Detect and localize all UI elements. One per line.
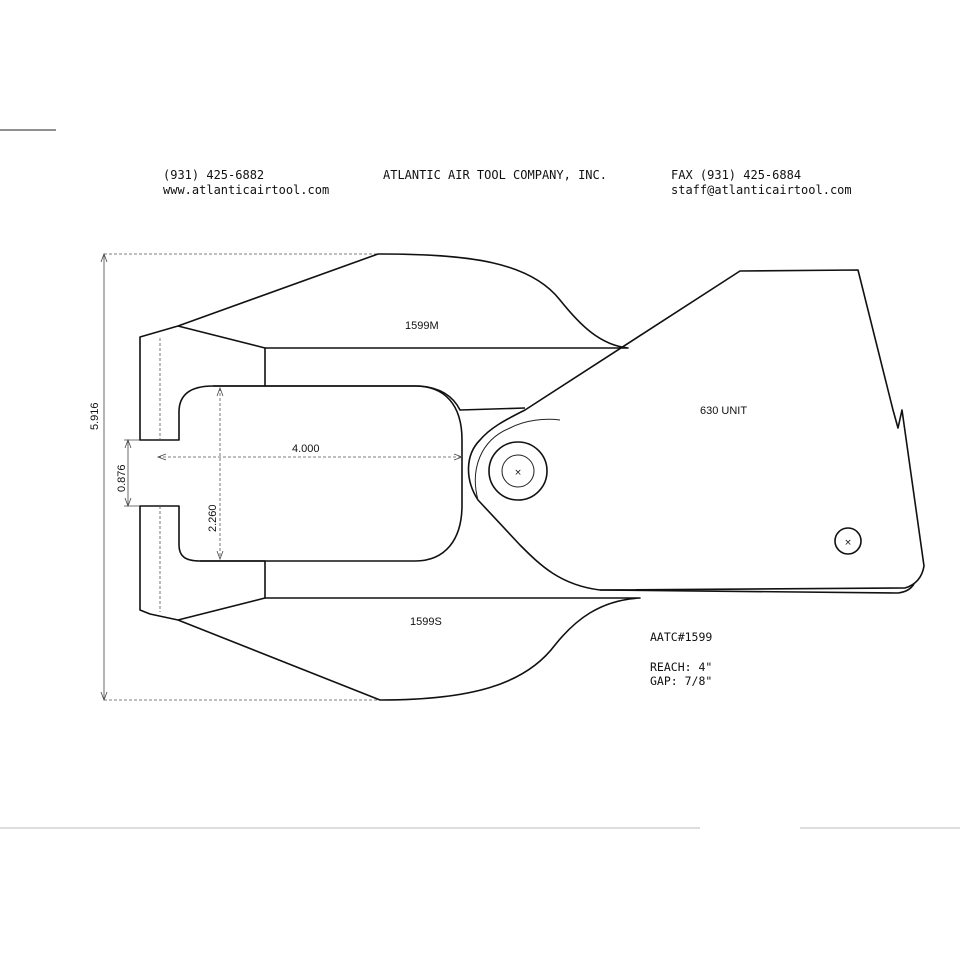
reach-note: REACH: 4"	[650, 660, 712, 674]
unit-label: 630 UNIT	[700, 405, 747, 417]
unit-lower-edge	[599, 583, 915, 594]
gap-arrow-top	[124, 438, 132, 449]
gap-note: GAP: 7/8"	[650, 674, 712, 688]
fax-number: FAX (931) 425-6884	[671, 168, 801, 182]
phone-number: (931) 425-6882	[163, 168, 264, 182]
upper-jaw-outline	[139, 253, 629, 441]
throat-depth-arrow-top	[216, 386, 224, 397]
throat-depth-arrow-bottom	[216, 550, 224, 561]
lower-jaw-label: 1599S	[410, 616, 442, 628]
reach-arrow-right	[453, 453, 464, 461]
upper-jaw-label: 1599M	[405, 320, 439, 332]
model-number: AATC#1599	[650, 630, 712, 644]
unit-body-outline	[467, 269, 925, 591]
mount-hole-center-mark: ×	[844, 538, 852, 548]
throat-outline	[200, 385, 463, 562]
pivot-center-mark: ×	[514, 468, 522, 478]
pivot-outer-circle	[488, 441, 548, 501]
throat-depth-label: 2.260	[207, 504, 219, 532]
pivot-inner-circle	[501, 454, 535, 488]
lower-jaw-bevel-line	[177, 597, 266, 621]
overall-height-label: 5.916	[89, 402, 101, 430]
unit-pivot-housing	[474, 418, 561, 501]
mount-hole-circle	[834, 527, 862, 555]
lower-jaw-outline	[139, 505, 641, 701]
reach-arrow-left	[156, 453, 167, 461]
upper-jaw-bevel-line	[177, 325, 266, 349]
gap-arrow-bottom	[124, 497, 132, 508]
upper-jaw-arm-edge	[265, 385, 526, 411]
gap-label: 0.876	[116, 464, 128, 492]
email-address: staff@atlanticairtool.com	[671, 183, 852, 197]
reach-label: 4.000	[292, 443, 320, 455]
company-name: ATLANTIC AIR TOOL COMPANY, INC.	[383, 168, 607, 182]
website-url: www.atlanticairtool.com	[163, 183, 329, 197]
